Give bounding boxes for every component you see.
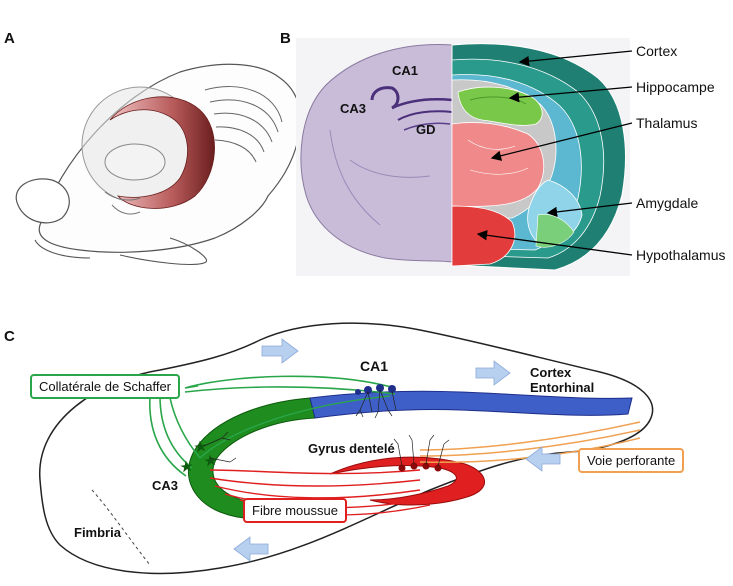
arrow-thalamus: [490, 122, 633, 161]
label-fibre-moussue-box: Fibre moussue: [243, 498, 347, 523]
label-hippocampe: Hippocampe: [636, 79, 715, 95]
dentate-gyrus: [329, 456, 486, 506]
label-thalamus: Thalamus: [636, 115, 698, 131]
label-voie-perforante-box: Voie perforante: [578, 448, 685, 473]
panel-letter-a: A: [4, 30, 15, 47]
atlas-thalamus: [451, 122, 545, 207]
label-hypothalamus: Hypothalamus: [636, 247, 726, 263]
flow-arrow-bottom: [233, 536, 269, 562]
atlas-cortex: [451, 43, 626, 271]
arrow-hypothalamus: [476, 230, 633, 256]
atlas-amygdala: [527, 179, 583, 247]
label-ca3-section: CA3: [340, 101, 367, 116]
flow-arrow-right: [475, 360, 511, 386]
label-ca1-section: CA1: [392, 63, 419, 78]
flow-arrow-top: [261, 338, 299, 364]
label-ca3: CA3: [152, 478, 179, 493]
nissl-half: [300, 44, 453, 263]
flow-arrow-perforant: [525, 446, 561, 472]
label-schaffer-box: Collatérale de Schaffer: [30, 374, 181, 399]
arrow-hippocampe: [508, 86, 633, 103]
label-cortex: Cortex: [636, 43, 678, 59]
label-ca1: CA1: [360, 358, 389, 374]
panel-letter-c: C: [4, 328, 15, 345]
label-gd-section: GD: [416, 122, 436, 137]
label-gyrus-dentele: Gyrus dentelé: [308, 441, 395, 456]
atlas-hypothalamus: [451, 205, 516, 267]
label-fimbria: Fimbria: [74, 525, 121, 540]
atlas-hippocampus: [457, 86, 543, 126]
brain-outline: [38, 63, 302, 253]
panel-letter-b: B: [280, 30, 291, 47]
arrow-cortex: [518, 50, 633, 67]
arrow-amygdale: [546, 202, 633, 218]
ca1-layer: [309, 390, 633, 419]
hippocampus-shape: [109, 96, 215, 209]
label-cortex-entorhinal-1: Cortex: [530, 365, 572, 380]
label-cortex-entorhinal-2: Entorhinal: [530, 380, 595, 395]
label-amygdale: Amygdale: [636, 195, 699, 211]
